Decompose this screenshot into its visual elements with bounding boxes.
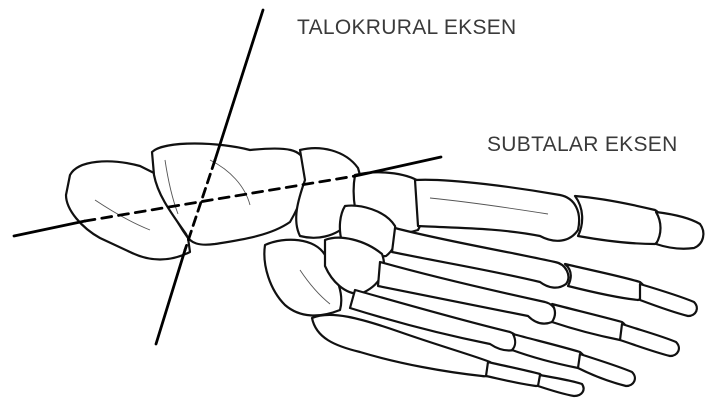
subtalar-axis-line-left [14,221,85,236]
toe-3-distal-phalanx [620,324,679,356]
subtalar-axis-label: SUBTALAR EKSEN [487,133,678,157]
toe-2-distal-phalanx [640,284,697,316]
talocrural-axis-label: TALOKRURAL EKSEN [297,16,517,40]
toe-3-proximal-phalanx [552,304,627,340]
metatarsal-1-bone [415,180,579,241]
toe-4-proximal-phalanx [512,334,585,368]
toe-4-distal-phalanx [578,354,635,386]
hallux-distal-phalanx [656,212,703,249]
talocrural-axis-line-bottom [156,250,185,344]
toe-5-distal-phalanx [538,375,584,396]
talocrural-axis-line-top [215,10,263,160]
hallux-proximal-phalanx [575,196,662,244]
toe-5-proximal-phalanx [486,362,543,386]
toe-2-proximal-phalanx [565,264,645,300]
